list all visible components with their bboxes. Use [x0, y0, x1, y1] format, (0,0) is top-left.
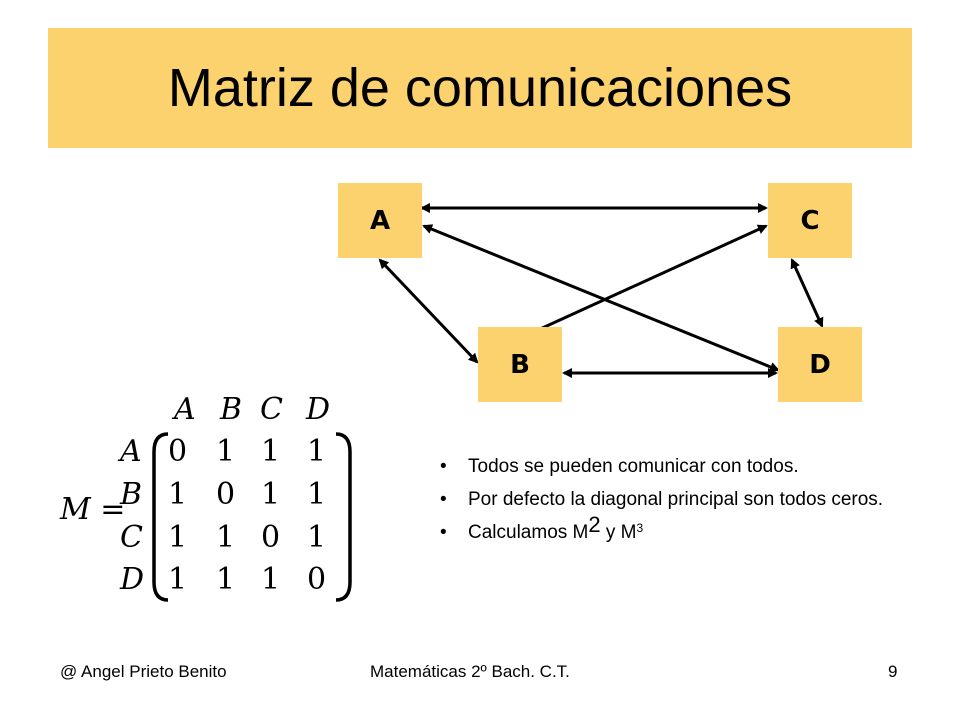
title-bar: Matriz de comunicaciones: [48, 28, 912, 148]
matrix-parentheses: [152, 432, 352, 602]
col-header-b: B: [220, 392, 243, 427]
slide-title: Matriz de comunicaciones: [167, 58, 793, 118]
node-a: A: [338, 183, 422, 258]
adjacency-matrix: M = A B C D A B C D 0 1 1 1 1 0 1 1 1 1 …: [60, 390, 380, 610]
bullet-text: y M: [600, 522, 637, 543]
matrix-cell: 1: [216, 562, 236, 597]
bullet-item: Calculamos M2 y M3: [440, 514, 910, 546]
footer-course: Matemáticas 2º Bach. C.T.: [370, 662, 570, 681]
row-header-b: B: [120, 477, 143, 512]
row-header-c: C: [120, 520, 143, 555]
bullet-item: Por defecto la diagonal principal son to…: [440, 488, 910, 512]
matrix-cell: 1: [168, 562, 188, 597]
col-header-d: D: [306, 392, 331, 427]
node-b: B: [478, 327, 562, 402]
bullet-item: Todos se pueden comunicar con todos.: [440, 455, 910, 479]
matrix-cell: 1: [261, 434, 281, 469]
matrix-cell: 0: [168, 434, 188, 469]
footer-page-number: 9: [888, 662, 898, 681]
matrix-cell: 1: [168, 477, 188, 512]
exponent: 2: [588, 512, 601, 537]
edge-a-b: [378, 258, 479, 364]
matrix-cell: 0: [261, 520, 281, 555]
matrix-cell: 0: [307, 562, 327, 597]
row-header-d: D: [120, 562, 145, 597]
footer-author: @ Angel Prieto Benito: [60, 662, 227, 681]
matrix-cell: 0: [216, 477, 236, 512]
bullet-text: Calculamos M: [468, 522, 589, 543]
matrix-cell: 1: [307, 477, 327, 512]
col-header-a: A: [174, 392, 196, 427]
exponent: 3: [636, 521, 644, 535]
matrix-cell: 1: [168, 520, 188, 555]
matrix-cell: 1: [261, 477, 281, 512]
matrix-cell: 1: [216, 520, 236, 555]
edge-c-b: [514, 224, 768, 342]
col-header-c: C: [260, 392, 283, 427]
matrix-cell: 1: [216, 434, 236, 469]
node-d: D: [778, 327, 862, 402]
node-c: C: [768, 183, 852, 258]
row-header-a: A: [120, 434, 142, 469]
edge-c-d: [790, 258, 824, 328]
bullet-list: Todos se pueden comunicar con todos. Por…: [440, 455, 910, 554]
matrix-cell: 1: [307, 520, 327, 555]
matrix-cell: 1: [261, 562, 281, 597]
matrix-lhs: M =: [60, 492, 126, 527]
matrix-cell: 1: [307, 434, 327, 469]
